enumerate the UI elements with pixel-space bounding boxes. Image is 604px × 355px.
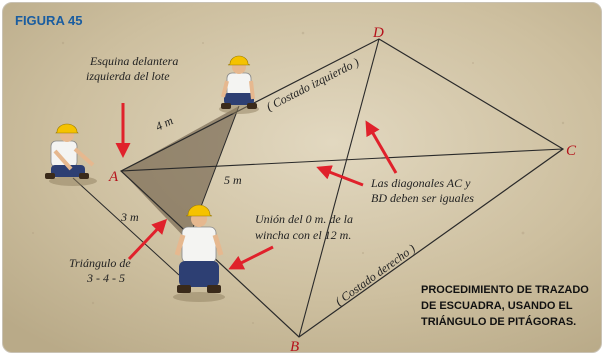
arrow-union-icon (228, 245, 274, 270)
corner-label-1: Esquina delantera (89, 54, 178, 68)
point-b: B (290, 339, 299, 352)
diagonal-bd (298, 38, 380, 338)
worker-top-icon (219, 55, 259, 114)
ground (3, 3, 601, 352)
diagram-canvas: A D C B FIGURA 45 4 m 5 m 3 m ( Costado … (3, 3, 601, 352)
procedure-line-2: DE ESCUADRA, USANDO EL (421, 300, 573, 312)
diagonal-ac (120, 148, 564, 172)
pythagoras-triangle (121, 106, 239, 241)
triangle-label-1: Triángulo de (69, 256, 131, 270)
union-label-1: Unión del 0 m. de la (255, 212, 353, 226)
point-d: D (372, 25, 384, 41)
corner-label-2: izquierda del lote (86, 69, 170, 83)
figure-label: FIGURA 45 (15, 13, 82, 28)
arrow-triangle-icon (127, 218, 168, 261)
red-arrows (115, 103, 398, 270)
worker-bottom-icon (173, 204, 225, 302)
point-c: C (566, 143, 577, 159)
procedure-line-1: PROCEDIMIENTO DE TRAZADO (421, 284, 589, 296)
measure-3m: 3 m (120, 210, 139, 224)
union-label-2: wincha con el 12 m. (255, 228, 351, 242)
arrow-diagonal-bd-icon (365, 120, 398, 174)
ground-texture (32, 31, 565, 324)
point-a: A (108, 169, 119, 185)
triangle-label-2: 3 - 4 - 5 (86, 271, 125, 285)
arrow-diagonal-ac-icon (316, 165, 364, 187)
measure-5m: 5 m (224, 173, 242, 187)
tape-left (72, 177, 180, 276)
procedure-line-3: TRIÁNGULO DE PITÁGORAS. (421, 315, 576, 328)
worker-left-icon (45, 123, 97, 186)
diagonals-label-2: BD deben ser iguales (371, 191, 474, 205)
diagonals-label-1: Las diagonales AC y (370, 176, 471, 190)
